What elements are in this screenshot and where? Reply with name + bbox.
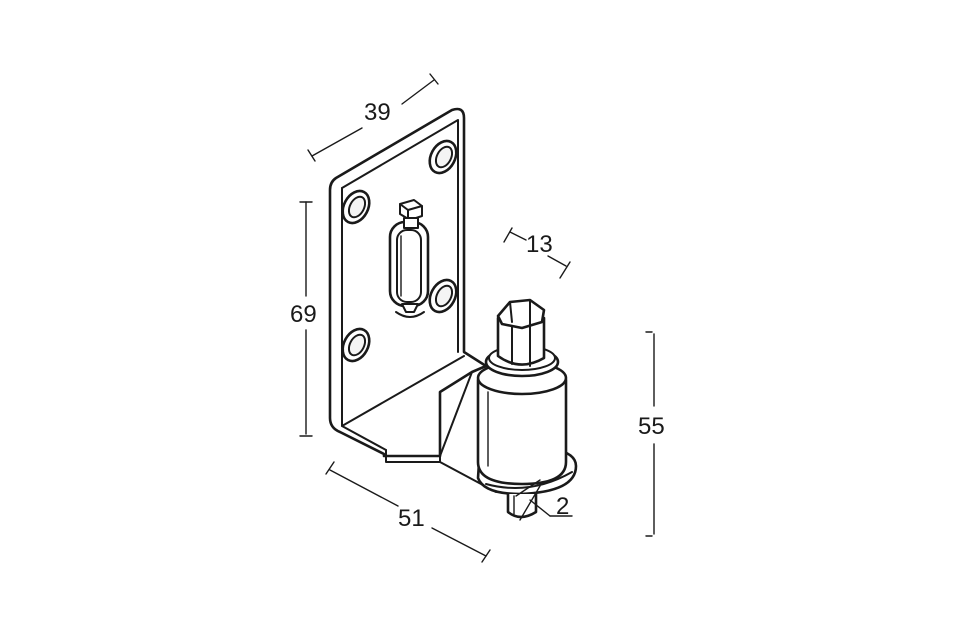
hinge-pin-assembly <box>476 298 578 519</box>
dimension-right-height: 55 <box>638 331 665 537</box>
spring-pin-slot <box>388 199 430 318</box>
dimension-base-depth: 51 <box>325 461 491 563</box>
dimension-label-left-height: 69 <box>290 301 317 328</box>
dimension-label-right-height: 55 <box>638 413 665 440</box>
dimension-top-width: 39 <box>307 73 439 162</box>
mounting-hole-top-right <box>428 139 458 175</box>
dimension-label-flange-thickness: 2 <box>556 493 569 520</box>
dimension-label-pin-width: 13 <box>526 231 553 258</box>
dimension-label-top-width: 39 <box>364 99 391 126</box>
dimension-label-base-depth: 51 <box>398 505 425 532</box>
mounting-hole-bottom-left <box>341 327 371 363</box>
mounting-hole-bottom-right <box>428 278 458 314</box>
dimension-pin-width: 13 <box>503 227 571 279</box>
dimension-flange-thickness: 2 <box>515 479 573 521</box>
dimension-left-height: 69 <box>290 201 317 437</box>
mounting-hole-top-left <box>341 189 371 225</box>
